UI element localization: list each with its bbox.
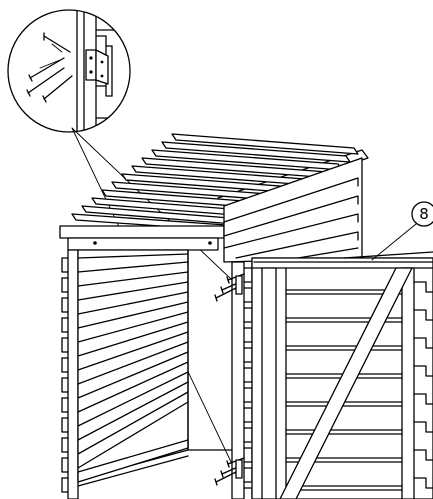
- screw-icon: [43, 32, 71, 53]
- screw-icon: [214, 471, 237, 486]
- middle-post: [231, 261, 253, 499]
- left-post-steps: [61, 257, 69, 493]
- back-wall-slats: [77, 253, 189, 469]
- screw-icon: [214, 287, 237, 302]
- screw-icon: [42, 75, 73, 103]
- detail-magnifier: [7, 9, 131, 133]
- door-right-steps: [413, 281, 433, 489]
- screw-icon: [26, 67, 65, 97]
- side-wall: [223, 157, 363, 263]
- joint-screws-upper: [214, 273, 245, 302]
- joint-screws-lower: [214, 457, 245, 486]
- callout-part-8: 8: [371, 201, 433, 261]
- callout-label: 8: [419, 205, 429, 223]
- middle-post-steps: [243, 267, 253, 499]
- detail-contents: [26, 10, 130, 132]
- screw-icon: [28, 57, 65, 82]
- side-wall-boards: [223, 177, 359, 259]
- door-panel: [251, 251, 433, 499]
- left-post: [61, 249, 79, 499]
- interior: [77, 249, 233, 487]
